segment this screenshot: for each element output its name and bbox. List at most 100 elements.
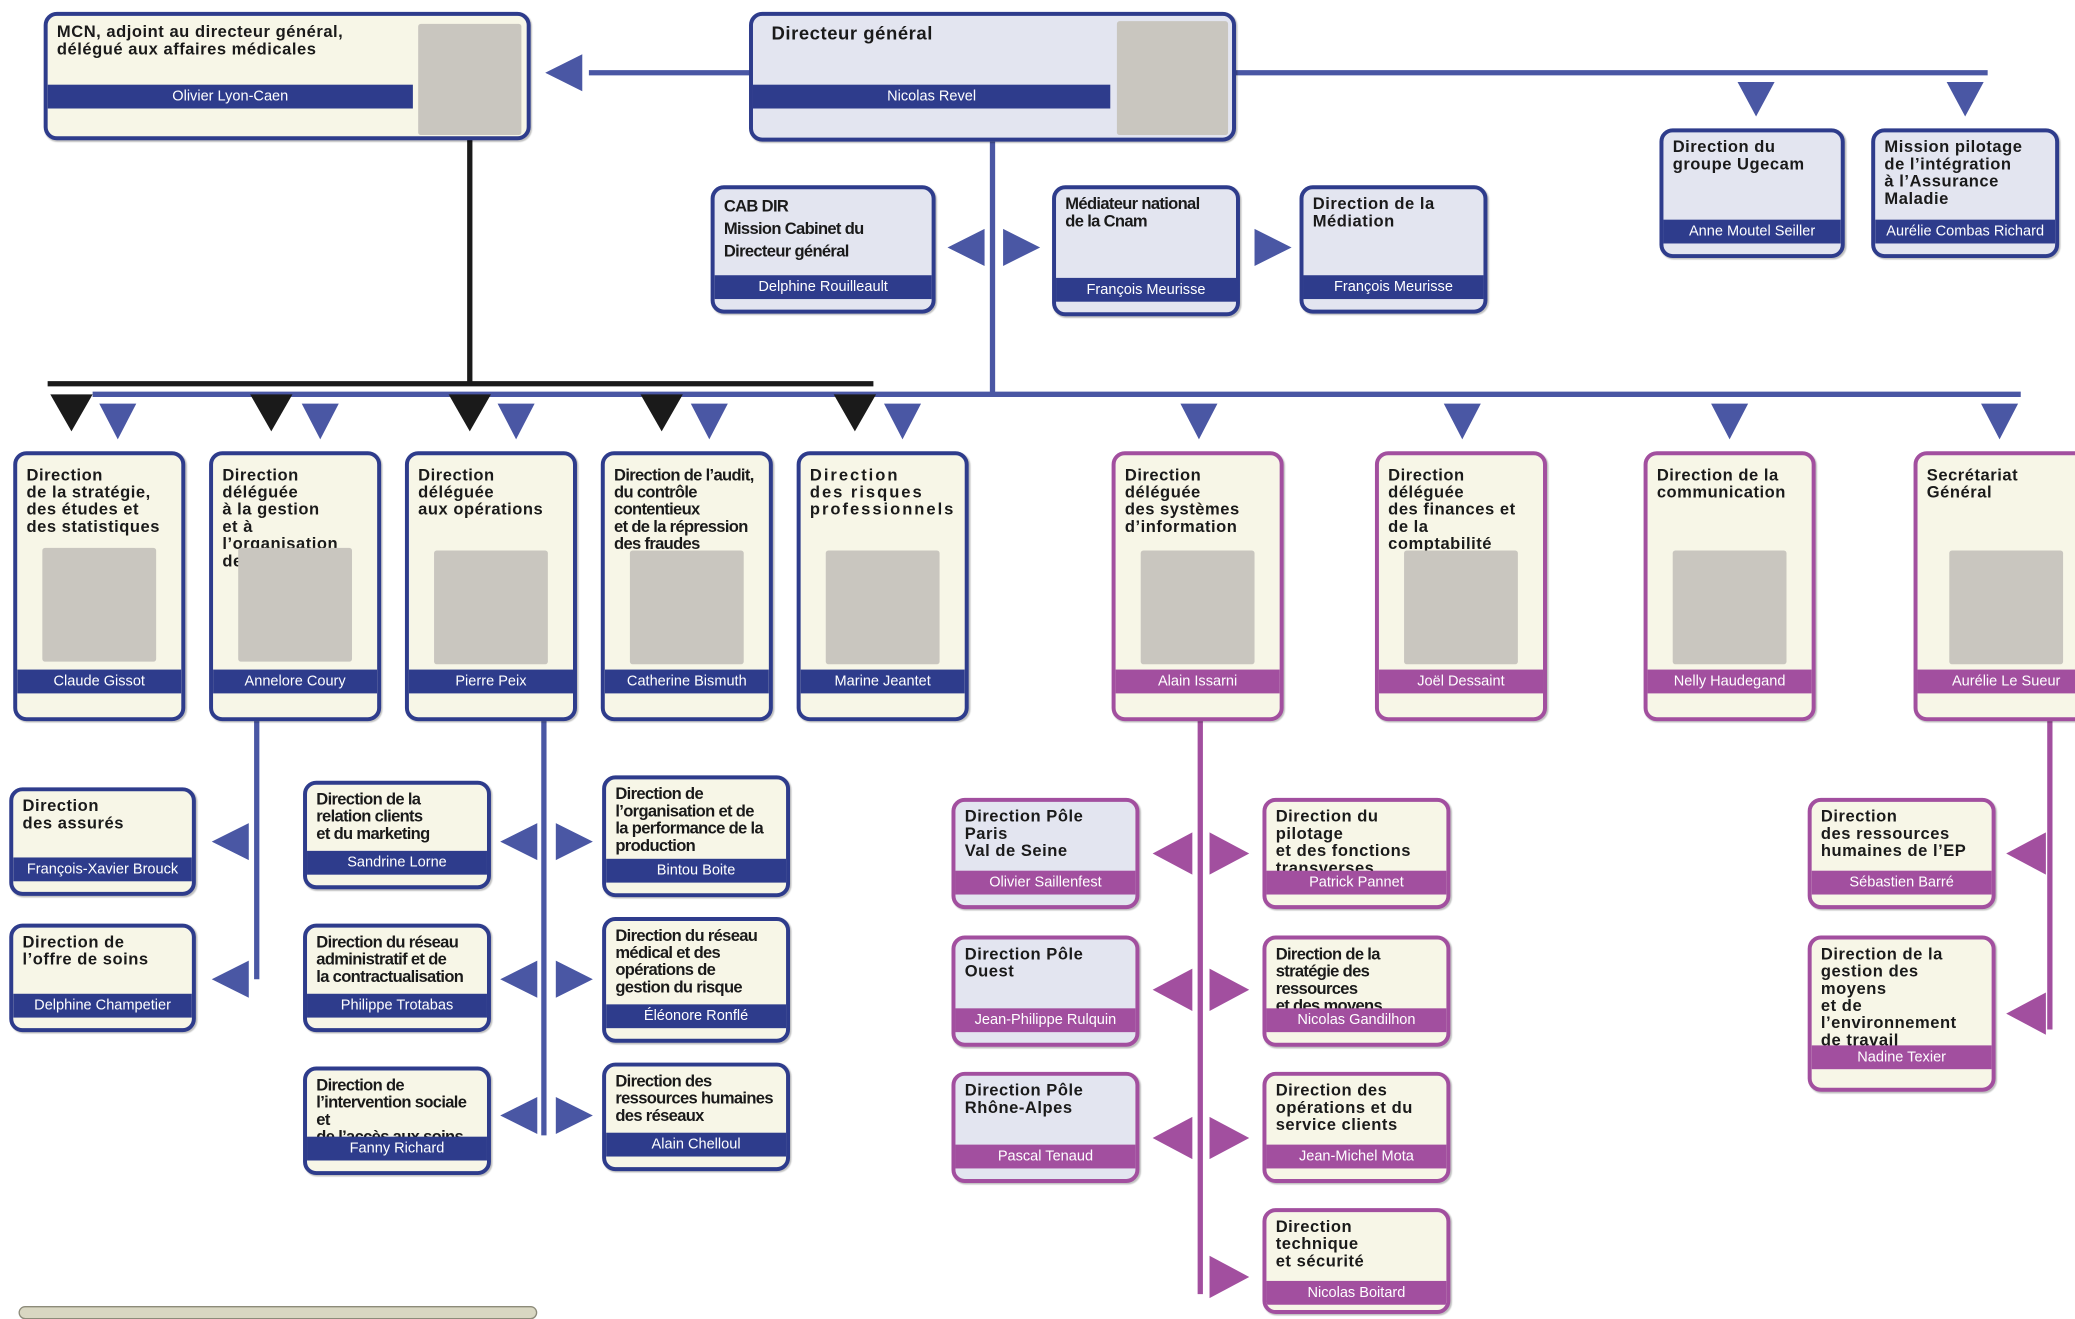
card-mission-pilotage[interactable]: Mission pilotage de l’intégration à l’As… xyxy=(1871,128,2060,259)
arrow-23 xyxy=(500,823,538,861)
card-gestion-moyens[interactable]: Direction de la gestion des moyens et de… xyxy=(1807,935,1996,1092)
arrow-21 xyxy=(211,823,249,861)
card-title: Direction de l’audit, du contrôle conten… xyxy=(614,465,754,554)
card-name: Pascal Tenaud xyxy=(955,1144,1136,1169)
card-name: Fanny Richard xyxy=(307,1136,487,1161)
card-name: François Meurisse xyxy=(1303,275,1484,300)
card-title: Secrétariat Général xyxy=(1926,465,2019,502)
card-name: Anne Moutel Seiller xyxy=(1663,219,1841,244)
arrow-25 xyxy=(500,960,538,998)
arrow-36 xyxy=(2006,832,2046,875)
card-title: Direction du réseau médical et des opéra… xyxy=(615,926,758,997)
portrait-photo xyxy=(1672,550,1787,665)
card-directeur-general[interactable]: Directeur général Nicolas Revel xyxy=(749,11,1236,142)
card-audit[interactable]: Direction de l’audit, du contrôle conten… xyxy=(600,451,773,722)
card-title: Direction Pôle Rhône-Alpes xyxy=(964,1081,1084,1117)
card-name: Nadine Texier xyxy=(1811,1045,1992,1070)
portrait-photo xyxy=(1949,550,2064,665)
card-name: Alain Chelloul xyxy=(606,1132,787,1157)
arrow-8 xyxy=(250,394,293,432)
card-title: MCN, adjoint au directeur général, délég… xyxy=(56,22,344,59)
card-title: Direction du groupe Ugecam xyxy=(1672,137,1805,174)
portrait-photo xyxy=(42,547,157,662)
arrow-10 xyxy=(640,394,683,432)
card-name: Sébastien Barré xyxy=(1811,870,1992,895)
card-mediation[interactable]: Direction de la Médiation François Meuri… xyxy=(1299,185,1488,314)
portrait-photo xyxy=(1116,21,1229,135)
card-name: Bintou Boite xyxy=(606,858,787,883)
card-title: Direction Pôle Ouest xyxy=(964,944,1084,981)
arrow-28 xyxy=(555,1096,593,1135)
arrow-7 xyxy=(50,394,93,432)
arrow-33 xyxy=(1152,1116,1193,1160)
card-reseau-administratif[interactable]: Direction du réseau administratif et de … xyxy=(303,923,491,1033)
card-name: François-Xavier Brouck xyxy=(13,857,192,882)
portrait-photo xyxy=(825,550,940,665)
card-name: Marine Jeantet xyxy=(800,669,965,694)
card-name: Nicolas Boitard xyxy=(1266,1280,1447,1305)
card-strategie-ressources[interactable]: Direction de la stratégie des ressources… xyxy=(1262,935,1451,1047)
card-title: Direction de l’intervention sociale et d… xyxy=(316,1075,467,1145)
card-title: Direction des risques professionnels xyxy=(809,465,956,519)
card-name: Alain Issarni xyxy=(1115,669,1280,694)
card-title: Direction déléguée des systèmes d’inform… xyxy=(1124,465,1240,536)
card-name: Delphine Rouilleault xyxy=(714,275,932,300)
card-finances[interactable]: Direction déléguée des finances et de la… xyxy=(1374,451,1547,722)
arrow-5 xyxy=(1003,228,1041,266)
card-name: Jean-Michel Mota xyxy=(1266,1144,1447,1169)
card-name: Annelore Coury xyxy=(213,669,378,694)
card-title: Direction Pôle Paris Val de Seine xyxy=(964,807,1084,861)
card-title: Direction de la communication xyxy=(1656,465,1786,502)
card-title: Direction des assurés xyxy=(22,796,124,833)
arrow-19 xyxy=(1711,403,1749,440)
arrow-9 xyxy=(448,394,491,432)
card-title: Direction de la Médiation xyxy=(1312,194,1435,231)
arrow-18 xyxy=(1443,403,1481,440)
card-name: Delphine Champetier xyxy=(13,993,192,1018)
card-title: Direction des ressources humaines de l’E… xyxy=(1820,807,1967,861)
card-title: Direction du pilotage et des fonctions t… xyxy=(1275,807,1412,878)
card-pilotage-transverses[interactable]: Direction du pilotage et des fonctions t… xyxy=(1262,797,1451,910)
card-gestion-soins[interactable]: Direction déléguée à la gestion et à l’o… xyxy=(209,451,382,722)
card-systemes-information[interactable]: Direction déléguée des systèmes d’inform… xyxy=(1111,451,1284,722)
card-name: Olivier Saillenfest xyxy=(955,870,1136,895)
card-cab-dir[interactable]: CAB DIR Mission Cabinet du Directeur gén… xyxy=(710,185,936,314)
card-ugecam[interactable]: Direction du groupe Ugecam Anne Moutel S… xyxy=(1659,128,1845,259)
card-strategie[interactable]: Direction de la stratégie, des études et… xyxy=(13,451,186,722)
card-rh-reseaux[interactable]: Direction des ressources humaines des ré… xyxy=(602,1062,791,1172)
card-name: Nelly Haudegand xyxy=(1647,669,1812,694)
card-organisation-production[interactable]: Direction de l’organisation et de la per… xyxy=(602,775,791,898)
card-mcn[interactable]: MCN, adjoint au directeur général, délég… xyxy=(43,11,531,141)
card-mediateur[interactable]: Médiateur national de la Cnam François M… xyxy=(1052,185,1240,317)
arrow-3 xyxy=(1946,82,1984,117)
card-relation-clients[interactable]: Direction de la relation clients et du m… xyxy=(303,780,491,890)
arrow-1 xyxy=(545,54,583,92)
card-name: Aurélie Le Sueur xyxy=(1917,669,2075,694)
card-name: Jean-Philippe Rulquin xyxy=(955,1008,1136,1033)
card-rh-ep[interactable]: Direction des ressources humaines de l’E… xyxy=(1807,797,1996,910)
card-title: Direction déléguée aux opérations xyxy=(418,465,544,519)
card-title: Direction déléguée des finances et de la… xyxy=(1388,465,1516,554)
card-title: Direction de la gestion des moyens et de… xyxy=(1820,944,1957,1050)
card-name: Patrick Pannet xyxy=(1266,870,1447,895)
arrow-16 xyxy=(883,403,922,440)
card-operations-service-clients[interactable]: Direction des opérations et du service c… xyxy=(1262,1071,1451,1183)
card-title: Direction de la relation clients et du m… xyxy=(316,789,430,843)
portrait-photo xyxy=(1404,550,1518,665)
arrow-30 xyxy=(1209,832,1250,875)
card-name: Aurélie Combas Richard xyxy=(1875,219,2056,244)
card-title: Mission pilotage de l’intégration à l’As… xyxy=(1884,137,2023,208)
card-reseau-medical[interactable]: Direction du réseau médical et des opéra… xyxy=(602,917,791,1043)
card-intervention-sociale[interactable]: Direction de l’intervention sociale et d… xyxy=(303,1066,491,1176)
